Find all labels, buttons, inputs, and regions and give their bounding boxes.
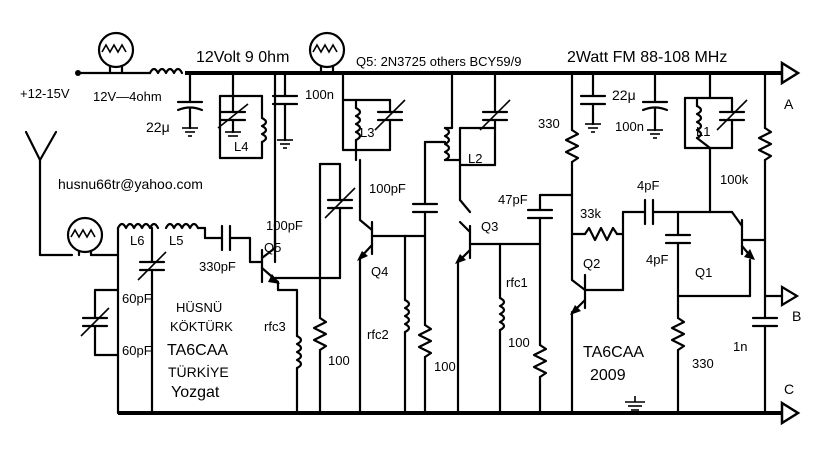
rfc2-label: rfc2 bbox=[367, 327, 389, 342]
resistor-100k bbox=[757, 71, 773, 320]
r-100k-label: 100k bbox=[720, 172, 749, 187]
l2-label: L2 bbox=[468, 151, 483, 166]
r-330-bottom-label: 330 bbox=[692, 356, 714, 371]
author-name-line2: KÖKTÜRK bbox=[170, 319, 233, 334]
inductor-l6-l5 bbox=[116, 222, 224, 415]
r-100-c-label: 100 bbox=[508, 335, 530, 350]
transistor-q4 bbox=[357, 158, 433, 415]
r-100-b-label: 100 bbox=[434, 359, 456, 374]
trimmer-capacitor-l4 bbox=[217, 71, 249, 137]
trimmer-60pf-b bbox=[80, 288, 120, 357]
lamp-supply-icon bbox=[97, 31, 135, 75]
author-callsign-2: TA6CAA bbox=[583, 344, 645, 361]
author-city: Yozgat bbox=[171, 384, 220, 401]
c-60pf-b-label: 60pF bbox=[122, 343, 152, 358]
inductor-l3 bbox=[341, 71, 406, 162]
antenna-icon bbox=[24, 130, 74, 257]
transistor-q3 bbox=[455, 198, 522, 415]
c-330pf-label: 330pF bbox=[199, 259, 236, 274]
ground-bus bbox=[118, 400, 801, 426]
author-callsign: TA6CAA bbox=[167, 342, 229, 359]
terminal-a-label: A bbox=[784, 96, 794, 112]
lamp-label: 12V—4ohm bbox=[93, 89, 162, 104]
capacitor-4pf-top bbox=[643, 198, 712, 226]
r-100-a-label: 100 bbox=[328, 353, 350, 368]
inductor-l1 bbox=[683, 71, 748, 214]
author-country: TÜRKİYE bbox=[168, 364, 229, 380]
transistor-note: Q5: 2N3725 others BCY59/9 bbox=[356, 54, 522, 69]
lamp-antenna-icon bbox=[66, 216, 120, 257]
rfc3-label: rfc3 bbox=[264, 319, 286, 334]
terminal-c-label: C bbox=[784, 381, 795, 397]
c-60pf-a-label: 60pF bbox=[122, 291, 152, 306]
transistor-q2 bbox=[570, 232, 625, 415]
author-email: husnu66tr@yahoo.com bbox=[58, 176, 203, 192]
supply-title: 12Volt 9 0hm bbox=[196, 49, 290, 66]
author-year: 2009 bbox=[590, 367, 626, 384]
power-input-label: +12-15V bbox=[20, 86, 70, 101]
capacitor-100pf bbox=[411, 140, 447, 238]
inductor-l4 bbox=[218, 94, 268, 160]
capacitor-330pf bbox=[220, 224, 252, 264]
q1-label: Q1 bbox=[695, 265, 713, 280]
rfc1-label: rfc1 bbox=[506, 275, 528, 290]
capacitor-100n-right bbox=[579, 71, 607, 133]
power-input bbox=[75, 67, 184, 76]
inductor-l2 bbox=[443, 71, 511, 202]
capacitor-100pf-var bbox=[318, 162, 356, 280]
c-100pf-var-label: 100pF bbox=[266, 218, 303, 233]
c-100n-right-label: 100n bbox=[615, 119, 644, 134]
capacitor-4pf bbox=[664, 210, 692, 320]
q2-label: Q2 bbox=[583, 256, 601, 271]
r-33k-label: 33k bbox=[580, 206, 601, 221]
l4-label: L4 bbox=[234, 139, 249, 154]
resistor-330-bottom bbox=[670, 294, 752, 415]
transistor-q5 bbox=[248, 228, 280, 292]
q3-label: Q3 bbox=[481, 219, 499, 234]
l3-label: L3 bbox=[360, 125, 375, 140]
ground-symbol bbox=[625, 396, 645, 411]
q3-base-network bbox=[498, 228, 548, 415]
q5-label: Q5 bbox=[264, 240, 282, 255]
resistor-33k bbox=[570, 210, 647, 242]
capacitor-100n-left bbox=[271, 71, 299, 149]
l5-label: L5 bbox=[169, 233, 184, 248]
r-330-top-label: 330 bbox=[538, 116, 560, 131]
output-arrow-b bbox=[763, 285, 800, 307]
q4-label: Q4 bbox=[371, 264, 389, 279]
l6-label: L6 bbox=[130, 233, 145, 248]
capacitor-22u-left bbox=[176, 71, 204, 137]
c-100n-left-label: 100n bbox=[305, 87, 334, 102]
q5-emitter-network bbox=[273, 276, 328, 415]
capacitor-22u-right bbox=[641, 71, 669, 139]
c-22u-right-label: 22μ bbox=[612, 87, 636, 103]
resistor-330-top bbox=[564, 71, 580, 282]
trimmer-60pf-a bbox=[137, 226, 167, 415]
author-name-line1: HÜSNÜ bbox=[176, 300, 223, 315]
c-47pf-label: 47pF bbox=[498, 192, 528, 207]
c-100pf-label: 100pF bbox=[369, 181, 406, 196]
capacitor-47pf bbox=[526, 193, 574, 232]
terminal-b-label: B bbox=[792, 308, 802, 324]
capacitor-1n bbox=[751, 316, 779, 415]
transistor-q1 bbox=[708, 210, 767, 298]
l1-label: L1 bbox=[696, 124, 711, 139]
c-4pf-top-label: 4pF bbox=[637, 178, 660, 193]
title: 2Watt FM 88-108 MHz bbox=[567, 49, 728, 66]
lamp-dummy-load-icon bbox=[308, 31, 346, 75]
c-4pf-label: 4pF bbox=[646, 252, 669, 267]
c-22u-left-label: 22μ bbox=[146, 119, 170, 135]
c-1n-label: 1n bbox=[733, 339, 748, 354]
